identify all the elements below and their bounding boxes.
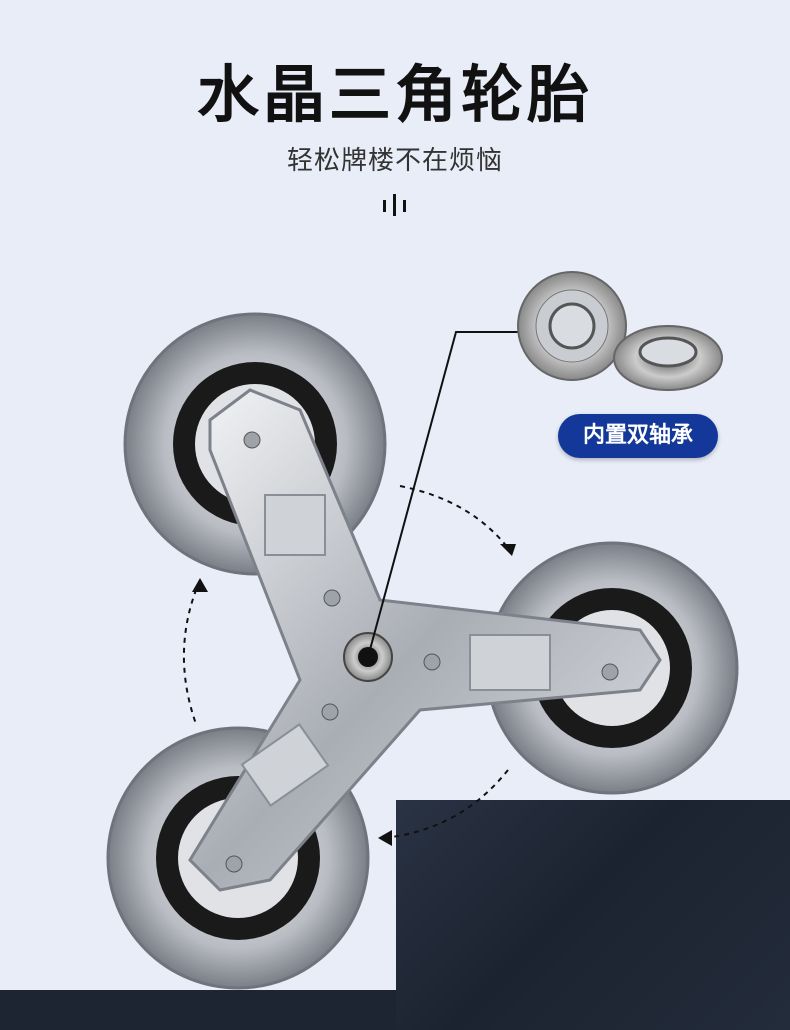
tri-star-frame [188,388,662,892]
page-subtitle: 轻松牌楼不在烦恼 [286,146,503,176]
arrow-bottom [383,769,509,839]
divider-bars-icon [383,194,406,216]
arrow-head-1 [500,544,516,556]
bearing-badge: 内置双轴承 [558,414,718,458]
arrow-head-2 [192,578,208,592]
callout-line [367,331,520,658]
page-title: 水晶三角轮胎 [196,58,593,131]
arrow-head-3 [378,830,392,846]
bearing-small-icon [613,325,723,391]
arrow-top-right [399,485,509,549]
arrow-left [182,579,201,725]
bearing-large-icon [517,271,627,381]
stair-step [396,800,790,1030]
